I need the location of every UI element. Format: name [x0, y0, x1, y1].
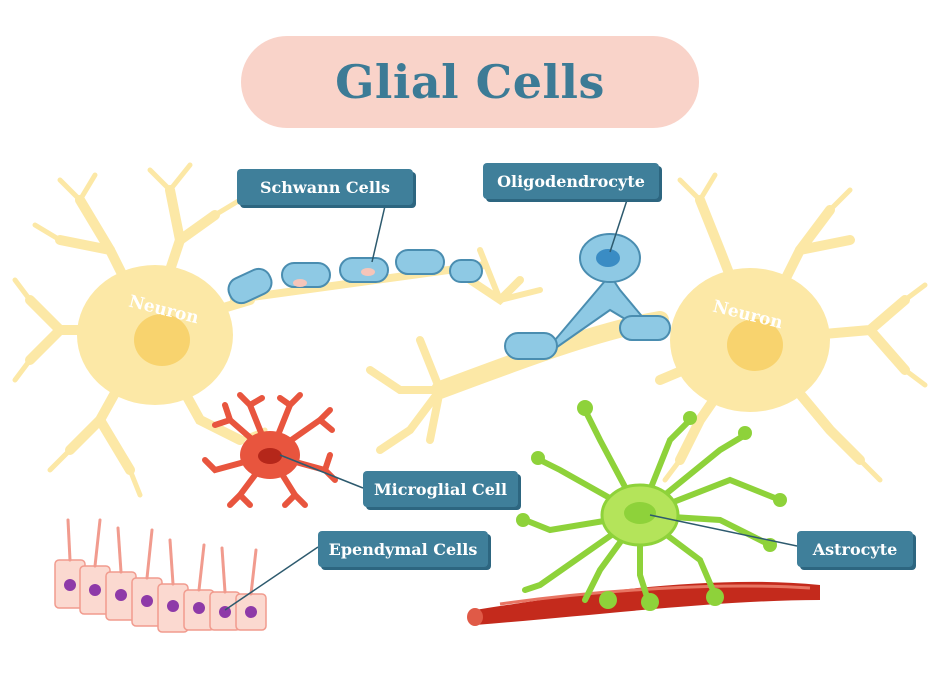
label-schwann-cells: Schwann Cells [237, 169, 413, 205]
schwann-cells [227, 249, 486, 305]
label-ependymal-cells: Ependymal Cells [318, 531, 488, 567]
label-oligodendrocyte: Oligodendrocyte [483, 163, 659, 199]
label-astrocyte: Astrocyte [797, 531, 913, 567]
diagram-title: Glial Cells [335, 55, 605, 109]
right-neuron [655, 172, 928, 483]
oligodendrocyte-cell [504, 233, 671, 360]
astrocyte-cell [516, 400, 787, 611]
left-neuron [12, 162, 268, 498]
ependymal-cells [54, 518, 267, 633]
microglial-cell [202, 392, 338, 508]
leader-lines [224, 199, 798, 611]
title-banner: Glial Cells [241, 36, 699, 128]
label-microglial-cell: Microglial Cell [363, 471, 518, 507]
